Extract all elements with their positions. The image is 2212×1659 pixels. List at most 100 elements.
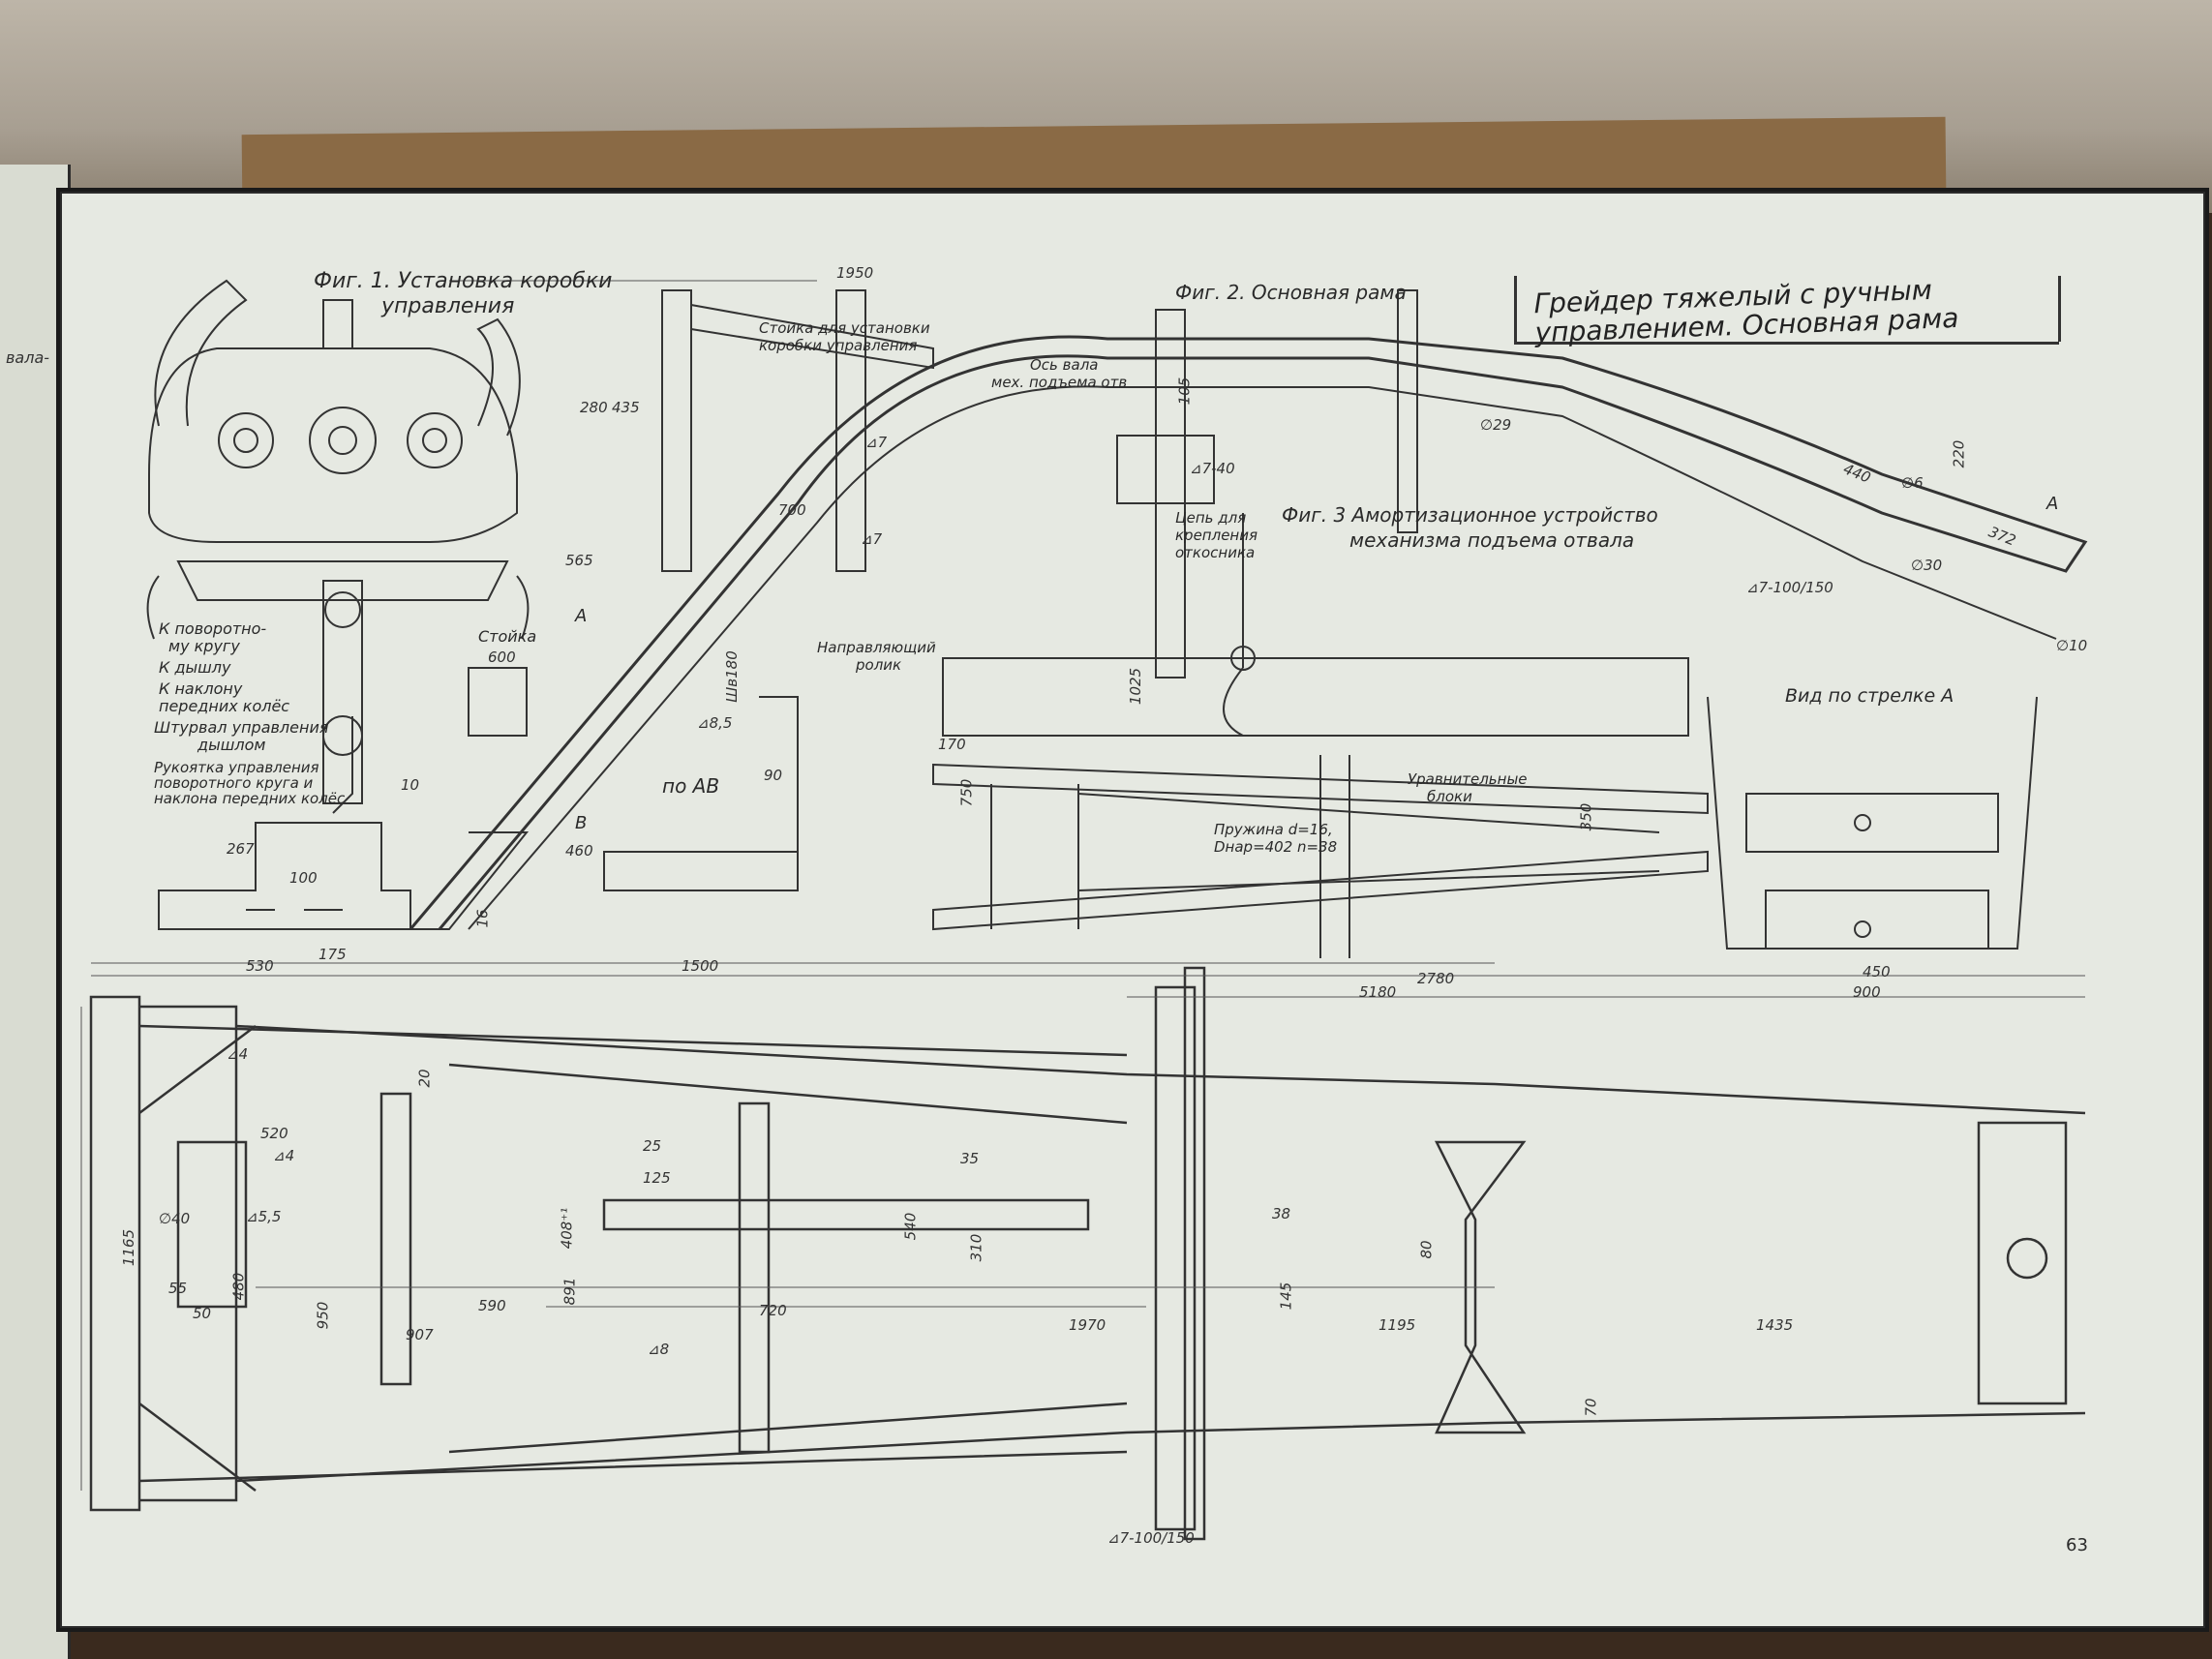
callout-shturval-1: Штурвал управления	[154, 718, 329, 737]
callout-pruzhina-1: Пружина d=16,	[1214, 821, 1333, 838]
callout-stoyka: Стойка	[478, 627, 537, 646]
dim-565: 565	[565, 552, 593, 569]
fig1-caption-line2: управления	[381, 294, 515, 318]
dim-1435: 1435	[1756, 1316, 1794, 1334]
dim-720: 720	[759, 1302, 787, 1319]
dim-phi29: ∅29	[1480, 416, 1512, 434]
dim-700: 700	[778, 501, 806, 519]
dim-phi6: ∅6	[1901, 474, 1924, 492]
callout-rukoyatka-2: поворотного круга и	[154, 774, 314, 792]
callout-os-vala-2: мех. подъема отв	[991, 374, 1128, 391]
dim-460: 460	[565, 842, 593, 860]
dim-90: 90	[764, 767, 783, 784]
dim-38: 38	[1272, 1205, 1291, 1222]
dim-10: 10	[401, 776, 420, 794]
callout-rukoyatka-3: наклона передних колёс	[154, 790, 346, 807]
dim-50: 50	[193, 1305, 212, 1322]
dim-220: 220	[1950, 439, 1968, 468]
dim-891: 891	[561, 1277, 579, 1306]
dim-350: 350	[1577, 802, 1595, 831]
section-mark-a: А	[575, 606, 588, 626]
dim-1195: 1195	[1379, 1316, 1416, 1334]
dim-1970: 1970	[1069, 1316, 1106, 1334]
fig1-caption-line1: Фиг. 1. Установка коробки	[314, 269, 613, 293]
dim-907: 907	[406, 1326, 434, 1343]
weld-7-40: ⊿7-40	[1190, 460, 1235, 477]
dim-35: 35	[960, 1150, 980, 1167]
dim-280: 280	[580, 399, 608, 416]
dim-2780: 2780	[1417, 970, 1455, 987]
callout-k-naklonu-1: К наклону	[159, 679, 243, 698]
dim-540: 540	[901, 1212, 920, 1241]
dim-408: 408⁺¹	[558, 1207, 576, 1250]
weld-7-b: ⊿7	[861, 530, 883, 548]
channel-shv180: Шв180	[722, 650, 741, 703]
weld-4-a: ⊿4	[227, 1045, 249, 1063]
dim-100: 100	[289, 869, 318, 887]
callout-rukoyatka-1: Рукоятка управления	[154, 759, 319, 776]
callout-stoyka-korobki-2: коробки управления	[759, 337, 918, 354]
section-ab-caption: по АВ	[662, 774, 720, 798]
dim-900: 900	[1853, 983, 1881, 1001]
callout-napravl-1: Направляющий	[817, 639, 936, 656]
dim-25: 25	[643, 1137, 662, 1155]
dim-530: 530	[246, 957, 274, 975]
fig3-caption-line1: Фиг. 3 Амортизационное устройство	[1282, 503, 1658, 527]
dim-1165: 1165	[120, 1228, 138, 1267]
dim-1950: 1950	[836, 264, 874, 282]
dim-145: 145	[1277, 1282, 1295, 1311]
technical-drawing	[80, 279, 2088, 1541]
callout-tsep-3: откосника	[1175, 544, 1256, 561]
drawing-sheet: Грейдер тяжелый с ручным управлением. Ос…	[60, 192, 2205, 1628]
weld-7-100-150: ⊿7-100/150	[1746, 579, 1833, 596]
callout-tsep-1: Цепь для	[1175, 509, 1247, 527]
weld-7-a: ⊿7	[865, 434, 888, 451]
callout-k-dyshlu: К дышлу	[159, 658, 231, 677]
drawing-title: Грейдер тяжелый с ручным управлением. Ос…	[1533, 273, 1959, 349]
title-block: Грейдер тяжелый с ручным управлением. Ос…	[1514, 273, 2061, 349]
page-number: 63	[2066, 1535, 2088, 1555]
callout-uravnit-2: блоки	[1427, 788, 1472, 805]
dim-480: 480	[229, 1272, 248, 1301]
arrow-a-label: А	[2046, 494, 2059, 514]
dim-600: 600	[488, 649, 516, 666]
weld-8: ⊿8	[648, 1341, 670, 1358]
dim-310: 310	[967, 1233, 985, 1262]
callout-k-povorotnomu-1: К поворотно-	[159, 619, 267, 638]
callout-k-povorotnomu-2: му кругу	[168, 637, 240, 655]
dim-1500: 1500	[682, 957, 719, 975]
dim-267: 267	[227, 840, 255, 858]
dim-105: 105	[1175, 377, 1194, 406]
title-block-side-cell	[2058, 276, 2138, 342]
dim-590: 590	[478, 1297, 506, 1314]
dim-5180: 5180	[1359, 983, 1397, 1001]
callout-k-naklonu-2: передних колёс	[159, 697, 290, 715]
dim-125: 125	[643, 1169, 671, 1187]
dim-170: 170	[938, 736, 966, 753]
weld-8-5: ⊿8,5	[697, 714, 733, 732]
dim-950: 950	[314, 1301, 332, 1330]
callout-os-vala-1: Ось вала	[1030, 356, 1099, 374]
weld-7-100-150-bottom: ⊿7-100/150	[1107, 1529, 1195, 1547]
callout-uravnit-1: Уравнительные	[1408, 770, 1528, 788]
dim-16: 16	[473, 909, 492, 928]
view-a-caption: Вид по стрелке А	[1785, 685, 1954, 707]
dim-175: 175	[318, 946, 347, 963]
dim-55: 55	[168, 1280, 188, 1297]
fig2-caption: Фиг. 2. Основная рама	[1175, 281, 1407, 304]
dim-1025: 1025	[1127, 667, 1145, 706]
callout-shturval-2: дышлом	[197, 736, 266, 754]
callout-stoyka-korobki-1: Стойка для установки	[759, 319, 930, 337]
callout-pruzhina-2: Dнар=402 n=38	[1214, 838, 1338, 856]
weld-5-5: ⊿5,5	[246, 1208, 282, 1225]
dim-70: 70	[1582, 1398, 1600, 1417]
dim-80: 80	[1417, 1240, 1436, 1259]
gearbox-assembly	[146, 279, 530, 814]
dim-20-top: 20	[415, 1069, 434, 1088]
callout-tsep-2: крепления	[1175, 527, 1258, 544]
dim-phi30: ∅30	[1911, 557, 1943, 574]
section-mark-b: В	[575, 813, 588, 833]
dim-520: 520	[260, 1125, 288, 1142]
weld-4-b: ⊿4	[273, 1147, 295, 1164]
callout-napravl-2: ролик	[856, 656, 902, 674]
